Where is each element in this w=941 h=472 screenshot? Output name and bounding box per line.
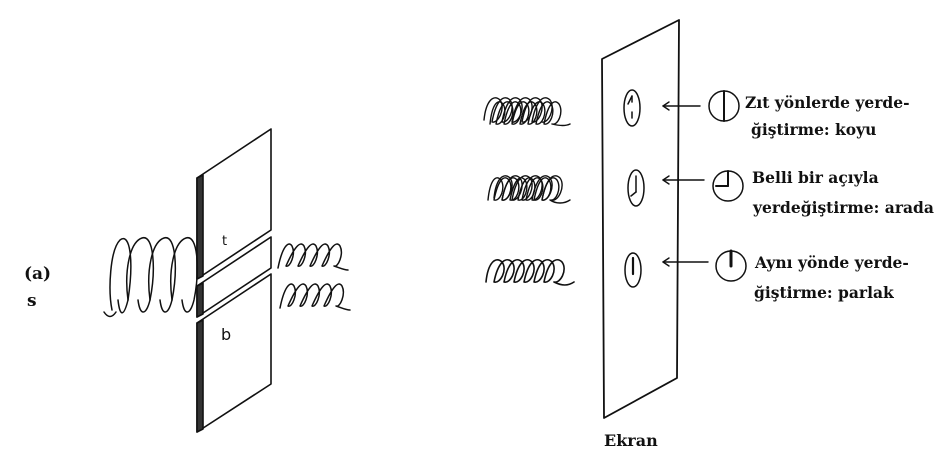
outgoing-wave-upper: [277, 243, 349, 271]
fringe-dark-line1: Zıt yönlerde yerde-: [745, 93, 910, 112]
fringe-dark: [623, 89, 641, 127]
outgoing-wave-lower: [279, 283, 351, 311]
part-tag-top: (a): [24, 264, 51, 284]
slit-top-label: t: [222, 234, 227, 249]
part-tag-bottom: s: [27, 291, 37, 311]
coil-pair-opposite: [483, 97, 571, 127]
phasor-angled-icon: [712, 170, 744, 202]
fringe-dark-line2: ğiştirme: koyu: [751, 120, 876, 139]
fringe-intermediate: [627, 169, 645, 207]
fringe-intermediate-line1: Belli bir açıyla: [752, 168, 879, 187]
fringe-bright-line1: Aynı yönde yerde-: [754, 253, 909, 272]
slit-bottom-label: b: [221, 325, 231, 344]
coil-pair-angled: [487, 175, 571, 204]
fringe-bright-line2: ğiştirme: parlak: [754, 283, 894, 302]
pointer-lines: [662, 101, 709, 267]
phasor-opposite-icon: [708, 90, 740, 122]
fringe-intermediate-line2: yerdeğiştirme: arada: [752, 198, 934, 217]
incoming-wave-coil: [103, 237, 199, 318]
fringe-bright: [624, 252, 642, 288]
coil-pair-same: [485, 258, 575, 286]
screen-label: Ekran: [604, 431, 658, 450]
slit-barrier: [196, 128, 272, 433]
phasor-same-icon: [715, 249, 747, 282]
screen: [601, 19, 680, 419]
